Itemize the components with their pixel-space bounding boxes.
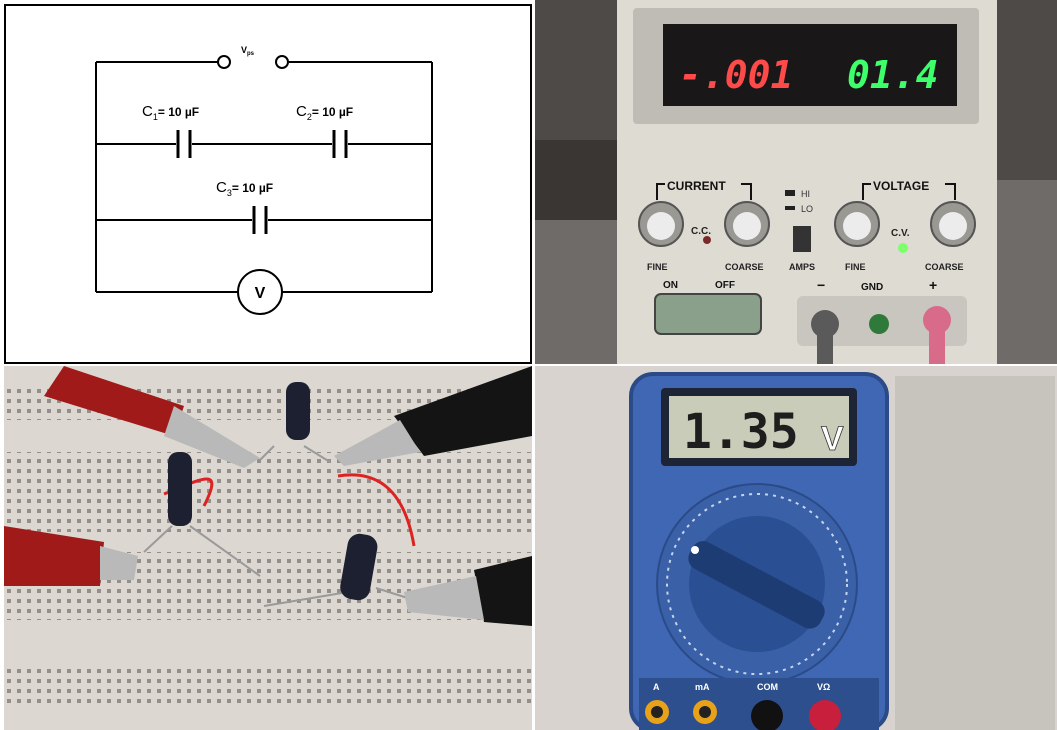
- coarse-label-2: COARSE: [925, 262, 964, 272]
- power-supply-illustration: -.001 01.4 CURRENT VOLTAGE C.C. C.V. HI …: [535, 0, 1057, 364]
- power-supply-photo-panel: -.001 01.4 CURRENT VOLTAGE C.C. C.V. HI …: [535, 0, 1057, 364]
- red-clip-top: [44, 366, 184, 436]
- coarse-label-1: COARSE: [725, 262, 764, 272]
- jack-ma-label: mA: [695, 682, 710, 692]
- jack-a-label: A: [653, 682, 660, 692]
- current-readout: -.001: [679, 53, 793, 97]
- fine-label-2: FINE: [845, 262, 866, 272]
- meter-lcd: [669, 396, 849, 458]
- unit-overlay: V: [821, 420, 844, 458]
- current-coarse-knob[interactable]: [724, 201, 770, 247]
- current-group-label: CURRENT: [667, 179, 726, 193]
- voltmeter-label: V: [255, 285, 266, 302]
- circuit-schematic: Vps C1= 10 µF C2= 10 µF C3= 10 µF V: [95, 45, 433, 315]
- minus-label: −: [817, 277, 825, 293]
- vps-label: Vps: [241, 45, 255, 57]
- voltage-fine-knob[interactable]: [834, 201, 880, 247]
- fine-label-1: FINE: [647, 262, 668, 272]
- current-fine-knob[interactable]: [638, 201, 684, 247]
- c3-label: C3= 10 µF: [216, 179, 273, 198]
- gnd-label: GND: [861, 282, 883, 293]
- cc-indicator: [703, 236, 711, 244]
- on-label: ON: [663, 280, 678, 291]
- vps-terminal-right: [275, 55, 289, 69]
- jack-com[interactable]: [751, 700, 783, 730]
- black-clip-top: [394, 366, 532, 456]
- c1-label: C1= 10 µF: [142, 103, 199, 122]
- hi-label: HI: [801, 189, 810, 199]
- capacitor-right: [340, 533, 378, 601]
- vps-terminal-left: [217, 55, 231, 69]
- jack-v[interactable]: [809, 700, 841, 730]
- jack-v-label: VΩ: [817, 682, 830, 692]
- ground-terminal[interactable]: [869, 314, 889, 334]
- black-clip-right: [474, 556, 532, 626]
- amps-button[interactable]: [793, 226, 811, 252]
- voltage-group-label: VOLTAGE: [873, 179, 929, 193]
- multimeter-illustration: 1.35 V A mA COM VΩ: [535, 366, 1057, 730]
- c2-label: C2= 10 µF: [296, 103, 353, 122]
- voltage-coarse-knob[interactable]: [930, 201, 976, 247]
- dial-pointer: [688, 541, 825, 629]
- capacitor-left: [168, 452, 192, 526]
- lo-label: LO: [801, 204, 813, 214]
- supply-display: [663, 24, 957, 106]
- off-label: OFF: [715, 280, 735, 291]
- cv-label: C.V.: [891, 228, 910, 239]
- breadboard-photo-panel: [4, 366, 532, 730]
- cc-label: C.C.: [691, 226, 711, 237]
- voltage-readout: 01.4: [847, 53, 939, 97]
- plus-label: +: [929, 277, 937, 293]
- circuit-diagram-panel: Vps C1= 10 µF C2= 10 µF C3= 10 µF V: [4, 4, 532, 364]
- amps-label: AMPS: [789, 262, 815, 272]
- jack-com-label: COM: [757, 682, 778, 692]
- capacitor-top: [286, 382, 310, 440]
- multimeter-photo-panel: 1.35 V A mA COM VΩ: [535, 366, 1057, 730]
- meter-reading: 1.35: [683, 404, 799, 460]
- power-switch[interactable]: [654, 293, 762, 335]
- red-clip-left: [4, 526, 104, 586]
- breadboard-illustration: [4, 366, 532, 730]
- cv-indicator: [898, 243, 908, 253]
